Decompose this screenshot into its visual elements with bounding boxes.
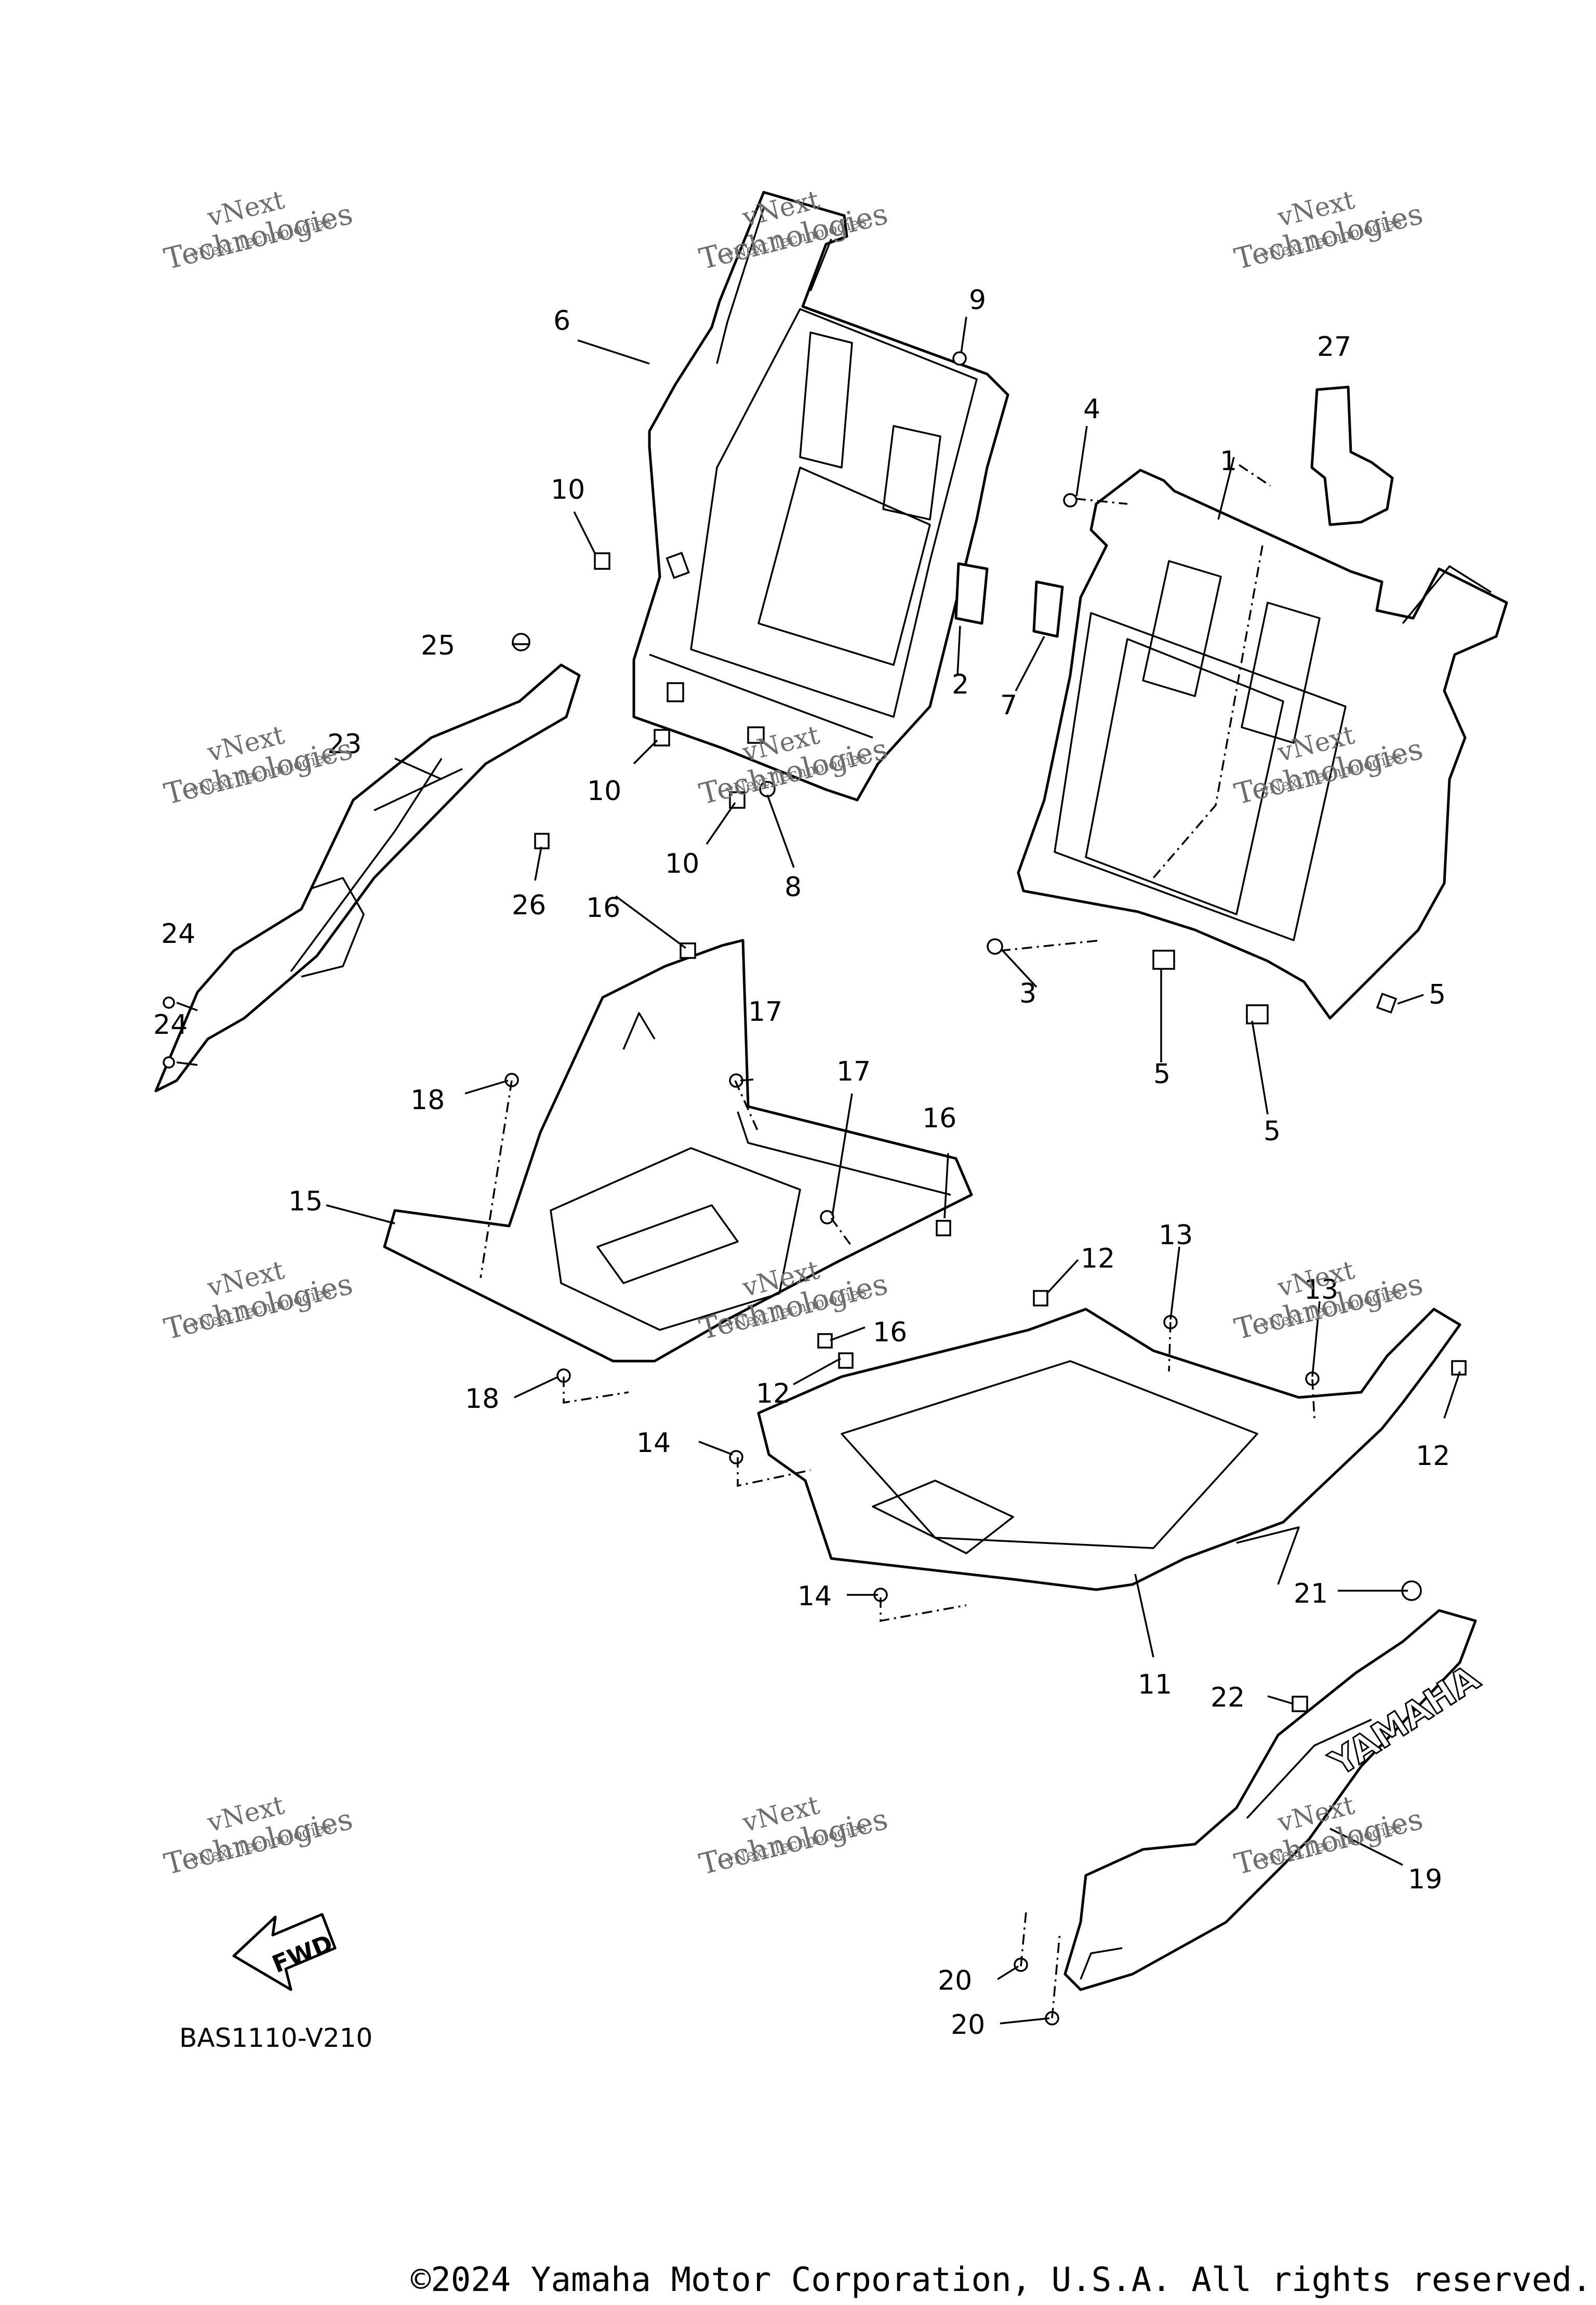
diagram-code: BAS1110-V210	[179, 2023, 373, 2053]
part-19-side-panel: YAMAHA	[1063, 1609, 1488, 1991]
callout-22: 22	[1211, 1682, 1245, 1713]
part-2-pad	[954, 562, 989, 625]
callout-10a: 10	[551, 474, 585, 505]
callout-9: 9	[969, 285, 986, 316]
part-15-center-floor	[383, 939, 973, 1363]
callout-13b: 13	[1304, 1274, 1338, 1305]
copyright-notice: ©2024 Yamaha Motor Corporation, U.S.A. A…	[410, 2261, 1592, 2299]
callout-17b: 17	[836, 1056, 871, 1087]
callout-13a: 13	[1159, 1220, 1193, 1251]
part-23-side-guard	[154, 663, 581, 1092]
callout-12c: 12	[1416, 1441, 1450, 1472]
callout-10b: 10	[587, 776, 621, 807]
callout-18b: 18	[465, 1383, 499, 1415]
assembly-lines	[480, 464, 1315, 2019]
callout-25: 25	[421, 630, 455, 661]
callout-5b: 5	[1153, 1059, 1171, 1090]
part-7-pad	[1032, 580, 1064, 638]
callout-7: 7	[1000, 690, 1017, 721]
callout-1: 1	[1220, 446, 1237, 477]
part-11-lower-floor	[757, 1308, 1461, 1591]
callout-16b: 16	[922, 1103, 956, 1134]
callout-21: 21	[1294, 1578, 1328, 1609]
callout-19: 19	[1408, 1864, 1442, 1895]
callout-15: 15	[288, 1186, 323, 1217]
callout-27: 27	[1317, 331, 1351, 363]
fasteners	[163, 351, 1467, 2026]
leader-lines	[176, 316, 1461, 2024]
callout-16c: 16	[873, 1317, 907, 1348]
callout-2: 2	[952, 669, 969, 700]
callout-12b: 12	[756, 1378, 790, 1409]
callout-17a: 17	[748, 996, 782, 1028]
callout-11: 11	[1138, 1669, 1172, 1700]
callout-20b: 20	[951, 2009, 985, 2041]
callout-14b: 14	[797, 1581, 832, 1612]
callout-24a: 24	[161, 918, 195, 950]
callout-4: 4	[1083, 394, 1100, 425]
callout-5a: 5	[1429, 979, 1446, 1010]
callout-6: 6	[553, 305, 570, 337]
callout-10c: 10	[665, 848, 699, 880]
callout-14a: 14	[636, 1428, 671, 1459]
callout-23: 23	[327, 729, 362, 760]
fwd-arrow-icon: FWD	[232, 1913, 337, 1991]
callout-16a: 16	[586, 892, 620, 924]
part-1-rear-panel	[1017, 469, 1508, 1024]
callout-numbers: 1 2 3 4 5 5 5 6 7 8 9 10 10 10 11 12 12 …	[153, 285, 1450, 2041]
callout-26: 26	[512, 890, 546, 921]
callout-5c: 5	[1264, 1116, 1281, 1147]
callout-3: 3	[1019, 978, 1036, 1009]
callout-24b: 24	[153, 1009, 188, 1041]
callout-8: 8	[784, 872, 802, 903]
part-27-label	[1310, 385, 1394, 526]
callout-20a: 20	[938, 1965, 972, 1996]
callout-18a: 18	[410, 1085, 445, 1116]
part-6-rear-panel	[632, 191, 1009, 802]
callout-12a: 12	[1081, 1243, 1115, 1274]
